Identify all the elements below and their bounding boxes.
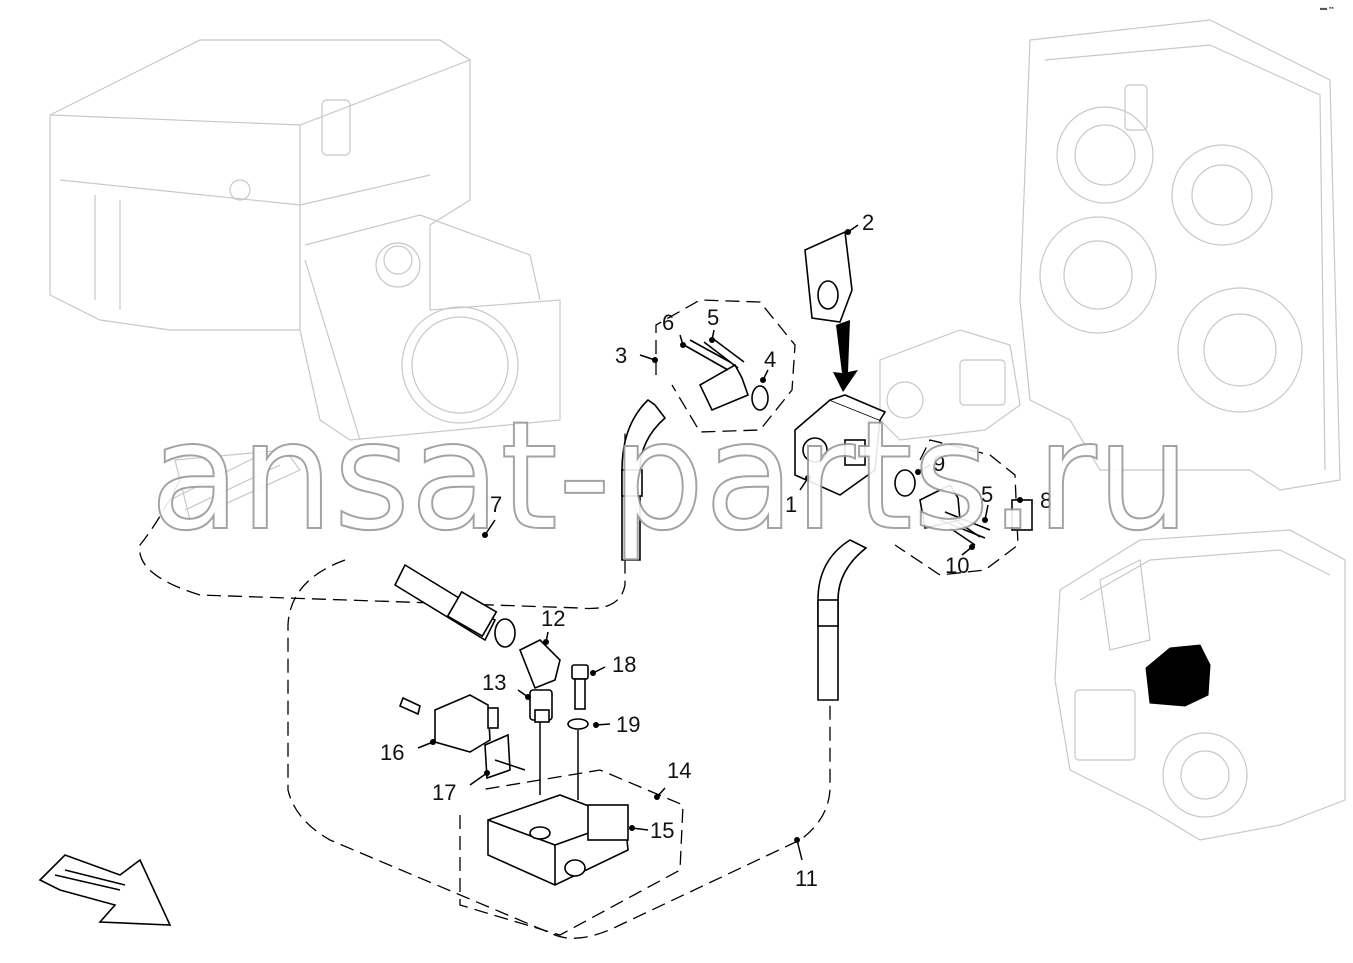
callout-6: 6 bbox=[662, 310, 674, 335]
callout-14: 14 bbox=[667, 758, 691, 783]
callout-19: 19 bbox=[616, 712, 640, 737]
callout-leaders bbox=[417, 224, 1023, 861]
callout-labels: 1 2 3 4 5 6 5 7 8 9 10 11 12 13 14 15 16… bbox=[380, 210, 1052, 891]
hose-lower bbox=[393, 563, 561, 690]
highlighted-component bbox=[1145, 644, 1211, 707]
ghost-assembled-view bbox=[1054, 529, 1346, 841]
watermark-text: ansat-parts.ru bbox=[150, 390, 1190, 564]
callout-1: 1 bbox=[785, 492, 797, 517]
fitting-assembly-3 bbox=[683, 337, 769, 412]
callout-11: 11 bbox=[795, 866, 818, 891]
guide-lines bbox=[494, 722, 579, 800]
callout-18: 18 bbox=[612, 652, 636, 677]
callout-7: 7 bbox=[490, 492, 502, 517]
ghost-tank-assembly bbox=[49, 39, 561, 521]
gasket bbox=[804, 230, 853, 323]
callout-3: 3 bbox=[615, 343, 627, 368]
solenoid-16 bbox=[398, 694, 499, 753]
valve-block-15 bbox=[487, 794, 629, 886]
callout-9: 9 bbox=[933, 451, 945, 476]
group-boundary-7 bbox=[139, 430, 626, 610]
callout-12: 12 bbox=[541, 606, 565, 631]
hose-right bbox=[817, 539, 868, 701]
arrow-down-icon bbox=[833, 320, 858, 392]
hose-upper bbox=[621, 398, 667, 561]
arrow-down-right-icon bbox=[38, 854, 172, 926]
group-boundary-3 bbox=[655, 299, 796, 433]
callout-8: 8 bbox=[1040, 488, 1052, 513]
bolt-18 bbox=[571, 664, 589, 710]
callout-5-lower: 5 bbox=[981, 482, 993, 507]
pump-assembly bbox=[794, 394, 887, 496]
gasket-17 bbox=[484, 733, 511, 780]
callout-5-upper: 5 bbox=[707, 305, 719, 330]
callout-10: 10 bbox=[945, 553, 969, 578]
washer-19 bbox=[567, 718, 589, 730]
callout-13: 13 bbox=[482, 670, 506, 695]
callout-16: 16 bbox=[380, 740, 404, 765]
callout-15: 15 bbox=[650, 818, 674, 843]
callout-4: 4 bbox=[764, 347, 776, 372]
group-boundary-14 bbox=[459, 769, 684, 936]
callout-2: 2 bbox=[862, 210, 874, 235]
adapter-13 bbox=[529, 689, 553, 723]
corner-mark: ▬ ▪▪ bbox=[1320, 5, 1334, 12]
callout-17: 17 bbox=[432, 780, 456, 805]
group-boundary-11 bbox=[287, 559, 831, 939]
fitting-assembly-8 bbox=[894, 469, 1033, 546]
ghost-gearbox bbox=[879, 19, 1341, 491]
